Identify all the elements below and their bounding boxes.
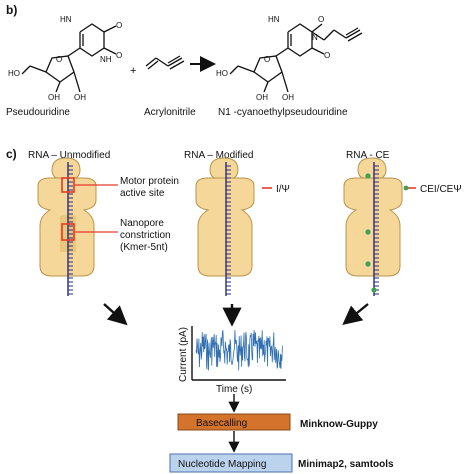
atom-product-ho: HO [216, 69, 228, 78]
atom-nh-2: NH [100, 55, 112, 64]
callout-nano-2: constriction [120, 230, 171, 241]
signal-xlabel: Time (s) [216, 384, 252, 395]
atom-product-oh-2: OH [282, 93, 294, 102]
nanopore-ce [343, 157, 403, 277]
mapping-tool: Minimap2, samtools [298, 459, 394, 470]
atom-oh-1: OH [48, 93, 60, 102]
ce-mod-dot-2 [365, 229, 371, 235]
basecalling-tool: Minknow-Guppy [300, 419, 378, 430]
nanopore-modified [195, 157, 255, 277]
nanopore-unmodified [37, 157, 97, 277]
atom-product-o-2: O [324, 51, 330, 60]
label-product: N1 -cyanoethylpseudouridine [218, 107, 348, 118]
atom-product-hn: HN [268, 15, 280, 24]
atom-product-n: N [312, 33, 318, 42]
ce-tag-dot [403, 185, 409, 191]
ce-mod-dot-3 [365, 261, 371, 267]
atom-product-o-ring: O [264, 55, 270, 64]
ce-mod-dot-4 [371, 287, 377, 293]
arrow-from-unmodified [103, 303, 128, 326]
rna-ticks-ce [374, 165, 379, 295]
title-modified: RNA – Modified [184, 150, 253, 161]
panel-b-letter: b) [6, 3, 17, 17]
mapping-box [169, 453, 293, 473]
current-trace [195, 329, 283, 371]
mapping-label: Nucleotide Mapping [178, 459, 266, 470]
product-structure [229, 23, 363, 93]
callout-motor-1: Motor protein [120, 176, 179, 187]
label-pseudouridine: Pseudouridine [6, 107, 70, 118]
ce-tag: CEI/CEΨ [420, 184, 462, 195]
rna-ticks-unmodified [68, 165, 73, 295]
signal-ylabel: Current (pA) [178, 327, 189, 382]
atom-product-oh-1: OH [256, 93, 268, 102]
panel-c-letter: c) [6, 147, 17, 161]
basecalling-label: Basecalling [196, 418, 247, 429]
atom-o-2: O [116, 51, 122, 60]
plus-sign: + [130, 65, 136, 77]
acrylonitrile-structure [145, 55, 185, 70]
atom-o-ring: O [56, 55, 62, 64]
signal-plot [191, 326, 286, 381]
atom-ho: HO [8, 69, 20, 78]
modified-tag: I/Ψ [276, 184, 290, 195]
callout-motor-2: active site [120, 188, 165, 199]
callout-nano-3: (Kmer-5nt) [120, 242, 168, 253]
atom-nh-1: HN [60, 15, 72, 24]
atom-o-1: O [116, 21, 122, 30]
rna-ticks-modified [226, 165, 231, 295]
atom-product-o-1: O [318, 15, 324, 24]
callout-nano-1: Nanopore [120, 218, 164, 229]
atom-oh-2: OH [74, 93, 86, 102]
pseudouridine-structure [21, 23, 117, 93]
arrow-from-ce [342, 303, 369, 326]
basecalling-box [177, 413, 291, 431]
title-ce: RNA - CE [346, 150, 390, 161]
label-acrylonitrile: Acrylonitrile [144, 107, 196, 118]
title-unmodified: RNA – Unmodified [28, 150, 110, 161]
ce-mod-dot-1 [365, 173, 371, 179]
